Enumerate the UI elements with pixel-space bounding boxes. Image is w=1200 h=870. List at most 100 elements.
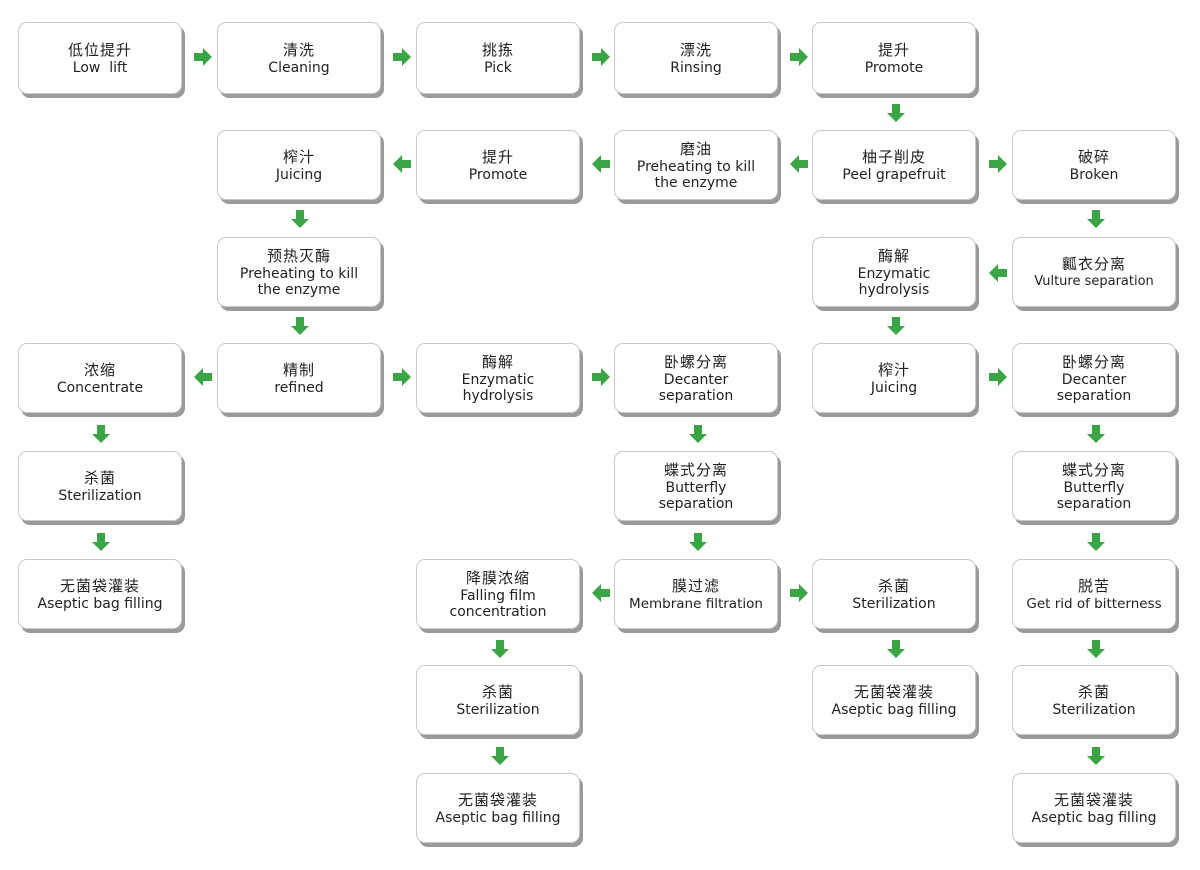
arrow-down-icon [886,103,906,123]
step-label-en: Aseptic bag filling [831,701,957,718]
step-label-en: Membrane filtration [629,595,763,612]
step-peel-grapefruit: 柚子削皮 Peel grapefruit [812,130,976,200]
arrow-left-icon [392,154,412,174]
step-promote-1: 提升 Promote [812,22,976,94]
step-pick: 挑拣 Pick [416,22,580,94]
step-sterilization-3: 杀菌 Sterilization [416,665,580,735]
step-label-zh: 瓤衣分离 [1061,254,1126,273]
arrow-right-icon [392,367,412,387]
step-sterilization-2: 杀菌 Sterilization [812,559,976,629]
step-label-en: Falling film concentration [449,587,547,620]
step-label-zh: 杀菌 [1077,682,1110,701]
step-label-en: Sterilization [852,595,936,612]
arrow-right-icon [193,47,213,67]
step-label-en: Enzymatic hydrolysis [857,265,931,298]
step-label-en: Preheating to kill the enzyme [239,265,359,298]
step-label-zh: 榨汁 [282,147,315,166]
step-label-en: Aseptic bag filling [1031,809,1157,826]
arrow-right-icon [988,154,1008,174]
step-label-zh: 蝶式分离 [1061,460,1126,479]
step-concentrate: 浓缩 Concentrate [18,343,182,413]
step-label-en: Juicing [870,379,918,396]
arrow-down-icon [91,424,111,444]
arrow-right-icon [591,47,611,67]
step-label-en: Concentrate [56,379,144,396]
arrow-down-icon [886,316,906,336]
step-decanter-separation-1: 卧螺分离 Decanter separation [614,343,778,413]
step-vulture-separation: 瓤衣分离 Vulture separation [1012,237,1176,307]
step-label-zh: 脱苦 [1077,576,1110,595]
step-label-zh: 浓缩 [83,360,116,379]
step-label-en: Cleaning [268,59,330,76]
step-butterfly-separation-1: 蝶式分离 Butterfly separation [614,451,778,521]
step-aseptic-bag-filling-4: 无菌袋灌装 Aseptic bag filling [1012,773,1176,843]
step-label-en: Sterilization [58,487,142,504]
arrow-down-icon [1086,424,1106,444]
step-label-zh: 柚子削皮 [861,147,926,166]
step-juicing-2: 榨汁 Juicing [812,343,976,413]
step-label-en: Butterfly separation [1056,479,1132,512]
step-promote-2: 提升 Promote [416,130,580,200]
step-label-zh: 膜过滤 [671,576,720,595]
step-label-zh: 卧螺分离 [663,352,728,371]
step-label-en: refined [274,379,324,396]
step-label-en: Decanter separation [658,371,734,404]
arrow-down-icon [1086,209,1106,229]
step-aseptic-bag-filling-1: 无菌袋灌装 Aseptic bag filling [18,559,182,629]
step-label-zh: 无菌袋灌装 [457,790,538,809]
step-falling-film-concentration: 降膜浓缩 Falling film concentration [416,559,580,629]
step-label-en: Broken [1069,166,1119,183]
step-decanter-separation-2: 卧螺分离 Decanter separation [1012,343,1176,413]
step-label-en: Sterilization [1052,701,1136,718]
step-label-zh: 杀菌 [83,468,116,487]
step-label-en: Preheating to kill the enzyme [636,158,756,191]
step-preheating: 预热灭酶 Preheating to kill the enzyme [217,237,381,307]
step-label-en: Vulture separation [1034,273,1154,289]
step-label-zh: 酶解 [877,246,910,265]
step-enzymatic-hydrolysis-1: 酶解 Enzymatic hydrolysis [812,237,976,307]
step-label-en: Promote [468,166,528,183]
step-broken: 破碎 Broken [1012,130,1176,200]
step-label-en: Peel grapefruit [842,166,946,183]
step-label-en: Butterfly separation [658,479,734,512]
step-label-zh: 杀菌 [877,576,910,595]
step-butterfly-separation-2: 蝶式分离 Butterfly separation [1012,451,1176,521]
arrow-left-icon [193,367,213,387]
arrow-down-icon [490,746,510,766]
arrow-down-icon [688,424,708,444]
arrow-left-icon [591,154,611,174]
step-label-en: Promote [864,59,924,76]
step-label-en: Pick [484,59,512,76]
step-label-zh: 降膜浓缩 [465,568,530,587]
step-sterilization-4: 杀菌 Sterilization [1012,665,1176,735]
arrow-right-icon [789,583,809,603]
step-label-en: Decanter separation [1056,371,1132,404]
step-label-zh: 杀菌 [481,682,514,701]
step-label-zh: 卧螺分离 [1061,352,1126,371]
step-label-zh: 预热灭酶 [266,246,331,265]
arrow-down-icon [290,209,310,229]
step-aseptic-bag-filling-3: 无菌袋灌装 Aseptic bag filling [416,773,580,843]
step-label-zh: 提升 [481,147,514,166]
step-label-en: Get rid of bitterness [1026,595,1162,612]
step-low-lift: 低位提升 Low lift [18,22,182,94]
step-rinsing: 漂洗 Rinsing [614,22,778,94]
step-label-zh: 无菌袋灌装 [1053,790,1134,809]
step-label-en: Rinsing [670,59,722,76]
arrow-down-icon [886,639,906,659]
step-label-zh: 无菌袋灌装 [59,576,140,595]
step-refined: 精制 refined [217,343,381,413]
arrow-left-icon [789,154,809,174]
step-label-en: Enzymatic hydrolysis [461,371,535,404]
arrow-right-icon [988,367,1008,387]
step-label-zh: 榨汁 [877,360,910,379]
step-debittering: 脱苦 Get rid of bitterness [1012,559,1176,629]
step-label-zh: 漂洗 [679,40,712,59]
step-label-zh: 清洗 [282,40,315,59]
step-label-zh: 提升 [877,40,910,59]
step-label-en: Sterilization [456,701,540,718]
step-label-zh: 精制 [282,360,315,379]
step-oil-grinding: 磨油 Preheating to kill the enzyme [614,130,778,200]
arrow-right-icon [392,47,412,67]
